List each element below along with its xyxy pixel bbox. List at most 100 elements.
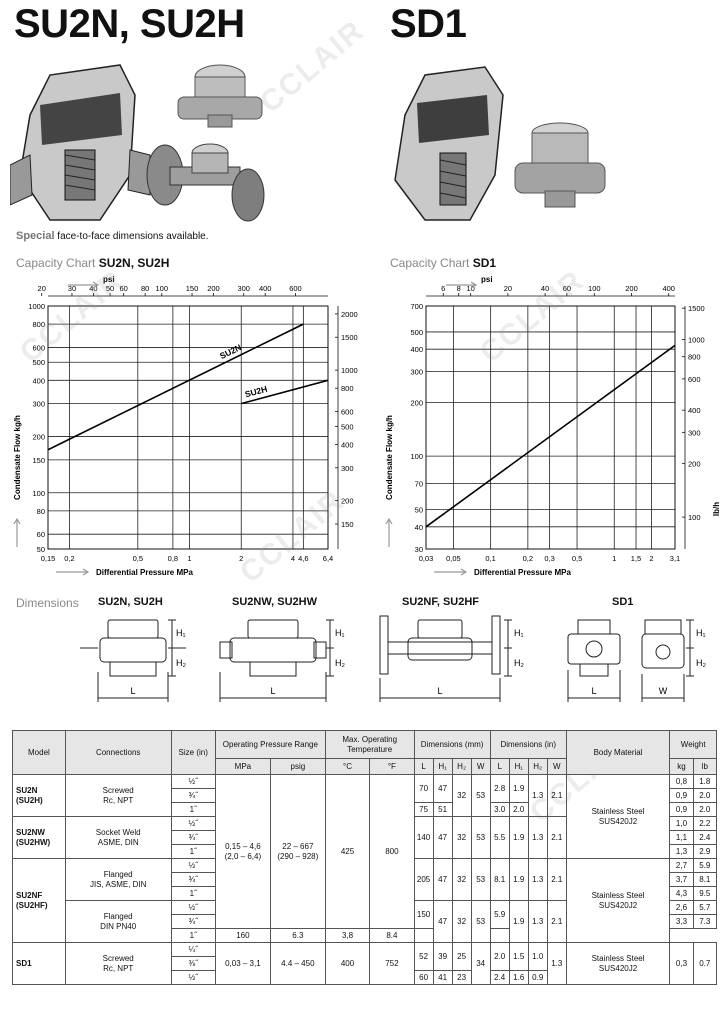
dim-cell: 32 [451, 858, 472, 901]
conn-line: Flanged [103, 869, 133, 879]
model-sd1: SD1 [12, 942, 66, 985]
photo-su2nf-flanged [146, 143, 265, 222]
right-axis-title: lb/h [712, 502, 721, 516]
title-sd1: SD1 [390, 2, 467, 46]
x-axis-title: Differential Pressure MPa [474, 568, 571, 577]
y-tick-label: 80 [37, 507, 45, 516]
dim-cell: 53 [470, 858, 491, 901]
chart-title-right-prefix: Capacity Chart [390, 256, 473, 270]
dim-cell: 150 [413, 900, 434, 929]
special-note-text: face-to-face dimensions available. [54, 231, 209, 242]
weight-kg: 1,3 [669, 844, 694, 859]
th-weight: Weight [669, 730, 717, 759]
dim-cell: 1.3 [546, 942, 567, 985]
y-tick-label: 500 [410, 328, 423, 337]
x-tick-label: 2 [239, 554, 243, 563]
dim-cell: 47 [432, 816, 453, 859]
title-su2n-su2h: SU2N, SU2H [14, 2, 245, 46]
th-l-mm: L [413, 758, 434, 775]
dim-cell: 1.6 [508, 970, 529, 985]
y-tick-label: 300 [410, 367, 423, 376]
size-cell: ¾˝ [170, 914, 216, 929]
series-label: SU2N [218, 342, 243, 361]
dim-l-su2n: L [130, 686, 135, 696]
x-tick-label: 4,6 [298, 554, 308, 563]
th-h1-in: H₁ [508, 758, 529, 775]
dim-cell: 51 [432, 802, 453, 817]
y-tick-label: 700 [410, 302, 423, 311]
x-tick-label: 4 [291, 554, 295, 563]
weight-lb: 8.1 [692, 872, 718, 887]
top-tick-label: 8 [457, 284, 461, 293]
model-su2n: SU2N(SU2H) [12, 774, 66, 817]
size-cell: ½˝ [170, 858, 216, 873]
x-axis-title: Differential Pressure MPa [96, 568, 193, 577]
weight-lb: 2.4 [692, 830, 718, 845]
weight-kg: 2,7 [669, 858, 694, 873]
dim-h2-sd1: H₂ [696, 658, 706, 668]
model-alt: (SU2H) [16, 795, 43, 805]
right-tick-label: 400 [341, 440, 354, 449]
weight-lb: 1.8 [692, 774, 718, 789]
y-tick-label: 1000 [28, 302, 45, 311]
chart-title-left: Capacity Chart SU2N, SU2H [16, 256, 169, 270]
top-tick-label: 100 [588, 284, 601, 293]
conn-line: JIS, ASME, DIN [89, 879, 147, 889]
dim-cell: 2.0 [508, 802, 529, 817]
size-cell: ¾˝ [170, 872, 216, 887]
x-axis-arrow-icon [434, 568, 468, 576]
weight-kg: 1,0 [669, 816, 694, 831]
th-dim-mm: Dimensions (mm) [413, 730, 491, 759]
top-tick-label: 200 [207, 284, 220, 293]
dim-l-su2nf: L [437, 686, 442, 696]
top-tick-label: 10 [467, 284, 475, 293]
top-tick-label: 30 [68, 284, 76, 293]
model-alt: (SU2HW) [16, 837, 51, 847]
top-axis-arrow-icon [68, 281, 100, 289]
weight-kg: 4,3 [669, 886, 694, 901]
top-axis-arrow-icon [446, 281, 478, 289]
dim-cell: 1.9 [508, 900, 529, 943]
model-name: SU2N [16, 785, 38, 795]
dim-cell: 1.3 [527, 816, 548, 859]
right-tick-label: 150 [341, 520, 354, 529]
conn-line: DIN PN40 [100, 921, 137, 931]
dim-cell: 47 [432, 900, 453, 943]
x-tick-label: 0,5 [133, 554, 143, 563]
weight-lb: 2.2 [692, 816, 718, 831]
mpa-value: 0,15 – 4,6 [225, 841, 261, 851]
dim-cell: 39 [432, 942, 453, 971]
dim-cell: 41 [432, 970, 453, 985]
mpa-value-alt: (2,0 – 6,4) [224, 851, 262, 861]
conn-line: Flanged [103, 911, 133, 921]
th-size: Size (in) [170, 730, 216, 775]
material-line: SUS420J2 [598, 900, 638, 910]
top-tick-label: 40 [89, 284, 97, 293]
dim-cell: 25 [451, 942, 472, 971]
y-tick-label: 500 [32, 358, 45, 367]
right-tick-label: 1000 [341, 366, 358, 375]
drawing-su2nw [219, 619, 334, 702]
x-tick-label: 0,2 [523, 554, 533, 563]
x-tick-label: 0,3 [544, 554, 554, 563]
series-line [47, 323, 304, 451]
product-photos-su2 [10, 64, 265, 222]
th-connections: Connections [64, 730, 172, 775]
model-name: SU2NW [16, 827, 45, 837]
size-cell: ½˝ [170, 970, 216, 985]
sd1-mpa: 0,03 – 3,1 [214, 942, 271, 985]
special-note: Special face-to-face dimensions availabl… [16, 230, 209, 242]
size-cell: 1˝ [170, 928, 216, 943]
size-cell: ½˝ [170, 816, 216, 831]
temp-f: 800 [369, 774, 415, 929]
top-tick-label: 600 [289, 284, 302, 293]
dim-label-su2nf: SU2NF, SU2HF [402, 596, 480, 608]
psig-value-alt: (290 – 928) [277, 851, 319, 861]
dim-cell: 23 [451, 970, 472, 985]
top-axis-title: psi [481, 275, 493, 284]
